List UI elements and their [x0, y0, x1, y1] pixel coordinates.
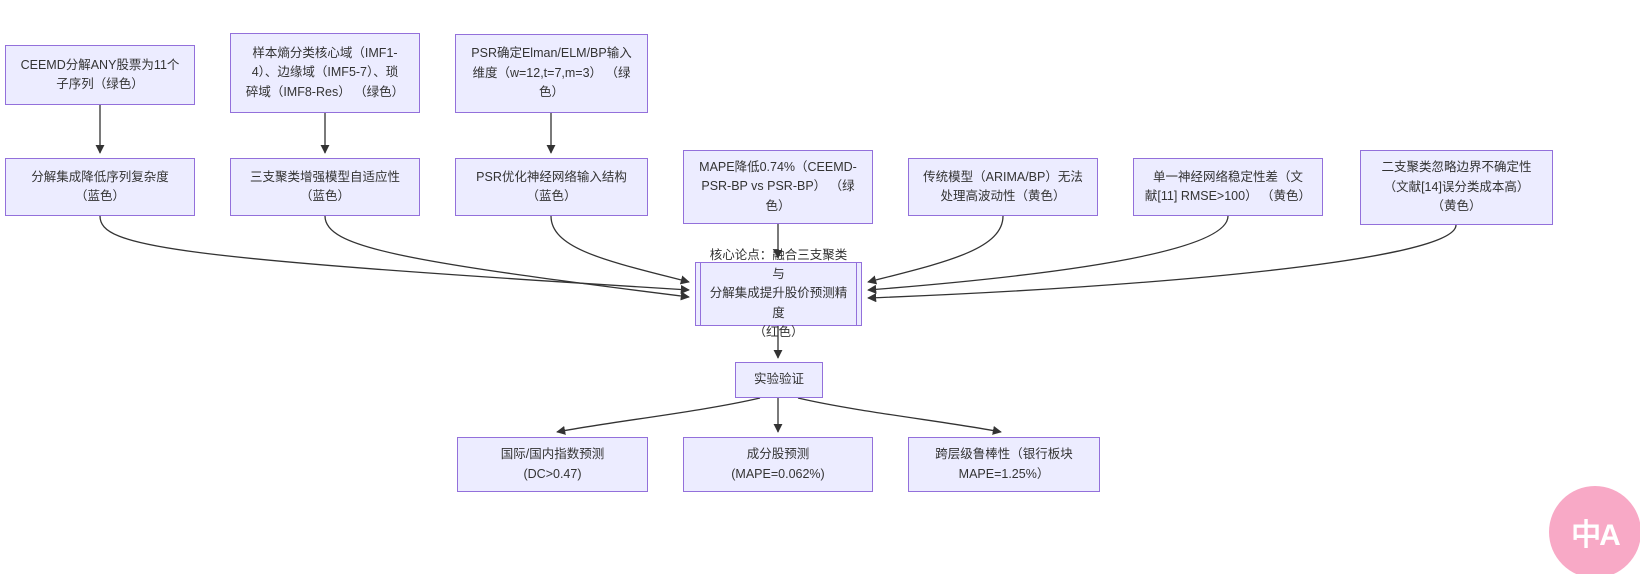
edge-single-core: [867, 215, 1229, 294]
node-psr-optimize-input: PSR优化神经网络输入结构 （蓝色）: [455, 158, 648, 216]
node-three-way-clustering: 三支聚类增强模型自适应性 （蓝色）: [230, 158, 420, 216]
edge-threeway-core: [324, 215, 690, 301]
edge-exp-b1: [556, 397, 761, 435]
edge-twoway-core: [867, 224, 1457, 303]
node-sample-entropy: 样本熵分类核心域（IMF1- 4）、边缘域（IMF5-7）、琐 碎域（IMF8-…: [230, 33, 420, 113]
node-two-way-clustering-limit: 二支聚类忽略边界不确定性 （文献[14]误分类成本高） （黄色）: [1360, 150, 1553, 225]
edge-trad-core: [867, 215, 1004, 285]
node-ceemd-decompose: CEEMD分解ANY股票为11个 子序列（绿色）: [5, 45, 195, 105]
edge-psropt-core: [550, 215, 690, 285]
edge-exp-b3: [797, 397, 1002, 435]
node-single-nn-instability: 单一神经网络稳定性差（文 献[11] RMSE>100） （黄色）: [1133, 158, 1323, 216]
node-constituent-forecast: 成分股预测 (MAPE=0.062%): [683, 437, 873, 492]
edge-decomp-core: [99, 215, 690, 295]
node-traditional-model-limit: 传统模型（ARIMA/BP）无法 处理高波动性（黄色）: [908, 158, 1098, 216]
node-cross-level-robustness: 跨层级鲁棒性（银行板块 MAPE=1.25%）: [908, 437, 1100, 492]
node-core-thesis: 核心论点：融合三支聚类与 分解集成提升股价预测精度 （红色）: [695, 248, 862, 339]
node-experiment-validation: 实验验证: [735, 362, 823, 398]
node-decompose-complexity: 分解集成降低序列复杂度 （蓝色）: [5, 158, 195, 216]
node-mape-reduction: MAPE降低0.74%（CEEMD- PSR-BP vs PSR-BP） （绿 …: [683, 150, 873, 224]
translate-widget-button[interactable]: 中A: [1549, 486, 1640, 574]
node-index-forecast: 国际/国内指数预测 (DC>0.47): [457, 437, 648, 492]
node-psr-input-dimension: PSR确定Elman/ELM/BP输入 维度（w=12,t=7,m=3） （绿 …: [455, 34, 648, 113]
